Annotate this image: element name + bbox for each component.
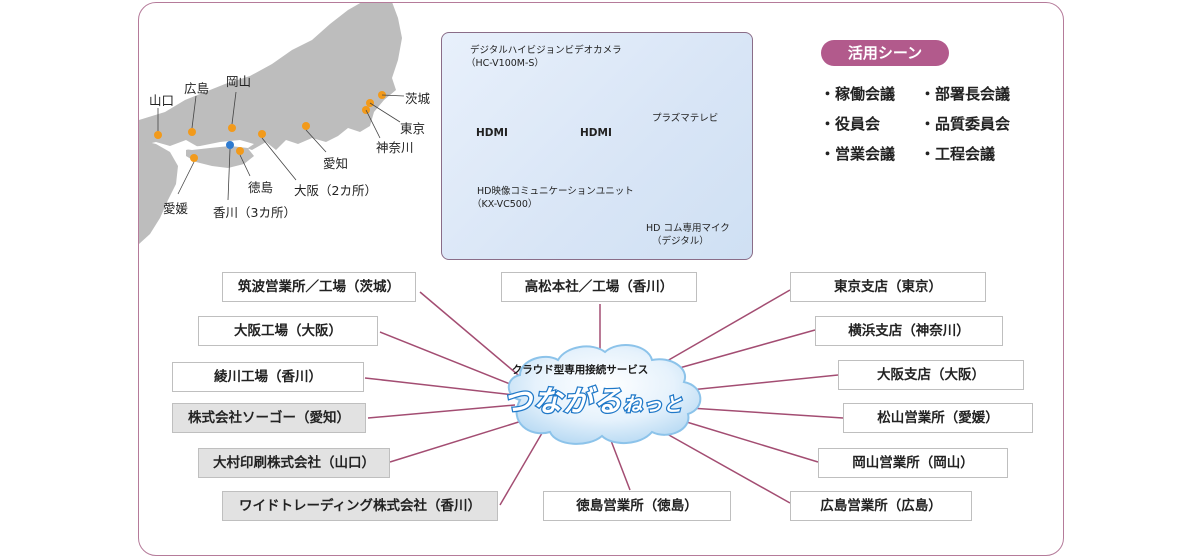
hq-dot — [226, 141, 234, 149]
mic-note: （デジタル） — [652, 236, 709, 247]
camera-model: （HC-V100M-S） — [466, 58, 544, 69]
japan-map — [139, 3, 405, 244]
site-box: 大阪支店（大阪） — [838, 360, 1024, 390]
cloud-service-name: つながるねっと — [502, 378, 684, 420]
site-dot — [258, 130, 266, 138]
site-box-hq: 高松本社／工場（香川） — [501, 272, 697, 302]
map-label-kagawa: 香川（3カ所） — [213, 205, 296, 220]
site-dot — [190, 154, 198, 162]
site-box: 横浜支店（神奈川） — [815, 316, 1003, 346]
scene-item: ・品質委員会 — [920, 115, 1011, 133]
camera-label: デジタルハイビジョンビデオカメラ — [470, 45, 622, 56]
cloud-shape — [507, 344, 702, 445]
scene-item: ・工程会議 — [920, 145, 996, 163]
site-box: 綾川工場（香川） — [172, 362, 364, 392]
map-label-hiroshima: 広島 — [184, 81, 210, 96]
site-dot — [228, 124, 236, 132]
site-box: 松山営業所（愛媛） — [843, 403, 1033, 433]
cloud-name-sub: ねっと — [622, 393, 684, 418]
map-label-kanagawa: 神奈川 — [376, 140, 414, 155]
map-label-ibaraki: 茨城 — [405, 91, 431, 106]
scene-item: ・部署長会議 — [920, 85, 1011, 103]
hdmi-label-left: HDMI — [476, 127, 508, 139]
site-box-external: ワイドトレーディング株式会社（香川） — [222, 491, 498, 521]
site-dot — [154, 131, 162, 139]
map-label-tokyo: 東京 — [400, 121, 426, 136]
honshu-shape — [139, 3, 402, 152]
map-label-okayama: 岡山 — [226, 74, 252, 89]
kyushu-shape — [139, 140, 178, 244]
hdmi-label-right: HDMI — [580, 127, 612, 139]
scene-item: ・営業会議 — [820, 145, 896, 163]
site-box-external: 株式会社ソーゴー（愛知） — [172, 403, 366, 433]
unit-model: （KX-VC500） — [472, 199, 538, 210]
site-dot — [302, 122, 310, 130]
site-box: 大阪工場（大阪） — [198, 316, 378, 346]
scene-item: ・役員会 — [820, 115, 881, 133]
equipment-panel — [441, 32, 753, 260]
connectors — [364, 289, 844, 506]
cloud-subtitle: クラウド型専用接続サービス — [511, 364, 649, 376]
site-box: 岡山営業所（岡山） — [818, 448, 1008, 478]
map-label-ehime: 愛媛 — [163, 201, 189, 216]
site-box: 筑波営業所／工場（茨城） — [222, 272, 416, 302]
map-label-yamaguchi: 山口 — [149, 93, 175, 108]
site-box: 徳島営業所（徳島） — [543, 491, 731, 521]
inland-sea — [176, 140, 254, 150]
cloud-name-main: つながる — [502, 383, 624, 420]
map-label-tokushima: 徳島 — [248, 180, 274, 195]
site-dot — [188, 128, 196, 136]
scene-title: 活用シーン — [821, 40, 949, 66]
mic-label: HD コム専用マイク — [646, 223, 730, 234]
site-box: 東京支店（東京） — [790, 272, 986, 302]
tv-label: プラズマテレビ — [652, 113, 719, 124]
map-label-aichi: 愛知 — [323, 156, 349, 171]
scene-item: ・稼働会議 — [820, 85, 896, 103]
site-box-external: 大村印刷株式会社（山口） — [198, 448, 390, 478]
map-label-osaka: 大阪（2カ所） — [294, 183, 377, 198]
unit-label: HD映像コミュニケーションユニット — [477, 186, 634, 197]
site-box: 広島営業所（広島） — [790, 491, 972, 521]
site-dot — [236, 147, 244, 155]
